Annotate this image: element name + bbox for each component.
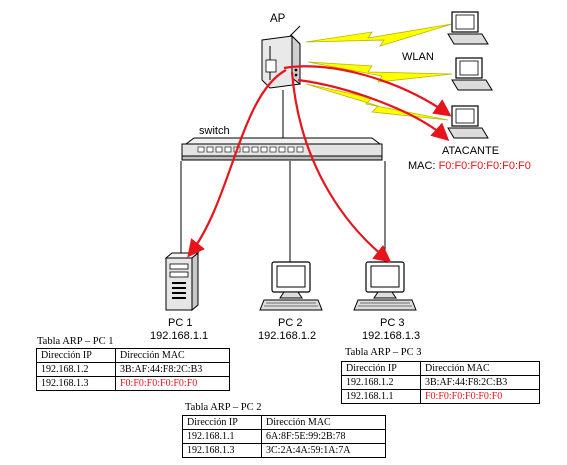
column-header: Dirección MAC <box>115 348 230 363</box>
switch-port <box>260 146 268 153</box>
column-header: Dirección IP <box>36 348 116 363</box>
lightning-to-laptop-1 <box>305 23 453 47</box>
table-row: 192.168.1.1 F0:F0:F0:F0:F0:F0 <box>341 389 540 404</box>
laptop-icon <box>451 57 493 91</box>
poisoned-mac-cell: F0:F0:F0:F0:F0:F0 <box>420 389 540 404</box>
attacker-laptop-icon <box>447 105 489 139</box>
ip-cell: 192.168.1.3 <box>36 376 116 391</box>
table-row: 192.168.1.2 3B:AF:44:F8:2C:B3 <box>341 375 540 390</box>
pc2-desktop-icon <box>259 261 323 311</box>
table-header-row: Dirección IP Dirección MAC <box>341 361 540 376</box>
access-point-icon <box>261 25 301 89</box>
ip-cell: 192.168.1.1 <box>182 429 262 444</box>
table-header-row: Dirección IP Dirección MAC <box>36 348 230 363</box>
pc2-ip: 192.168.1.2 <box>258 330 317 342</box>
arp-table-pc2: Dirección IP Dirección MAC 192.168.1.1 6… <box>182 415 386 458</box>
ip-cell: 192.168.1.2 <box>341 375 421 390</box>
arp-table-pc3: Dirección IP Dirección MAC 192.168.1.2 3… <box>341 361 540 404</box>
arp-table-pc1: Dirección IP Dirección MAC 192.168.1.2 3… <box>36 348 230 391</box>
mac-cell: 6A:8F:5E:99:2B:78 <box>261 429 386 444</box>
pc2-name: PC 2 <box>278 317 303 329</box>
switch-icon <box>181 137 383 161</box>
attacker-label: ATACANTE <box>442 145 500 157</box>
wireless-links <box>305 23 453 121</box>
attacker-mac-prefix: MAC: <box>408 160 436 172</box>
arrow-to-attacker-lower <box>297 78 450 141</box>
lightning-to-laptop-2 <box>307 61 453 83</box>
switch-port <box>296 146 304 153</box>
switch-port <box>215 146 223 153</box>
ip-cell: 192.168.1.2 <box>36 362 116 377</box>
arp-table-pc3-title: Tabla ARP – PC 3 <box>345 347 422 358</box>
switch-label: switch <box>199 125 230 137</box>
ip-cell: 192.168.1.1 <box>341 389 421 404</box>
poisoned-mac-cell: F0:F0:F0:F0:F0:F0 <box>115 376 230 391</box>
pc3-ip: 192.168.1.3 <box>362 330 421 342</box>
table-row: 192.168.1.3 3C:2A:4A:59:1A:7A <box>182 443 386 458</box>
switch-port <box>269 146 277 153</box>
lightning-to-attacker <box>305 83 449 121</box>
mac-cell: 3B:AF:44:F8:2C:B3 <box>115 362 230 377</box>
wlan-label: WLAN <box>402 51 434 63</box>
pc1-name: PC 1 <box>168 317 193 329</box>
column-header: Dirección MAC <box>420 361 540 376</box>
column-header: Dirección MAC <box>261 415 386 430</box>
switch-port <box>251 146 259 153</box>
laptop-icon <box>447 11 489 45</box>
switch-port <box>224 146 232 153</box>
mac-cell: 3C:2A:4A:59:1A:7A <box>261 443 386 458</box>
attacker-mac-value: F0:F0:F0:F0:F0:F0 <box>438 160 531 172</box>
pc1-tower-icon <box>164 251 200 312</box>
ip-cell: 192.168.1.3 <box>182 443 262 458</box>
arrow-to-attacker-upper <box>283 65 452 117</box>
table-header-row: Dirección IP Dirección MAC <box>182 415 386 430</box>
mac-cell: 3B:AF:44:F8:2C:B3 <box>420 375 540 390</box>
switch-port <box>206 146 214 153</box>
switch-port <box>287 146 295 153</box>
pc1-ip: 192.168.1.1 <box>150 330 209 342</box>
pc3-name: PC 3 <box>380 317 405 329</box>
arp-table-pc2-title: Tabla ARP – PC 2 <box>185 402 262 413</box>
spoofed-traffic-arrows <box>187 65 452 263</box>
arrow-to-pc1 <box>187 69 287 258</box>
switch-port <box>242 146 250 153</box>
attacker-mac: MAC: F0:F0:F0:F0:F0:F0 <box>408 161 531 172</box>
wired-links <box>180 90 386 262</box>
table-row: 192.168.1.2 3B:AF:44:F8:2C:B3 <box>36 362 230 377</box>
table-row: 192.168.1.1 6A:8F:5E:99:2B:78 <box>182 429 386 444</box>
column-header: Dirección IP <box>341 361 421 376</box>
arrow-to-pc3 <box>290 71 392 263</box>
pc3-desktop-icon <box>353 261 417 311</box>
switch-port <box>278 146 286 153</box>
ap-label: AP <box>270 13 286 25</box>
table-row: 192.168.1.3 F0:F0:F0:F0:F0:F0 <box>36 376 230 391</box>
switch-port <box>197 146 205 153</box>
arp-table-pc1-title: Tabla ARP – PC 1 <box>37 336 114 347</box>
column-header: Dirección IP <box>182 415 262 430</box>
